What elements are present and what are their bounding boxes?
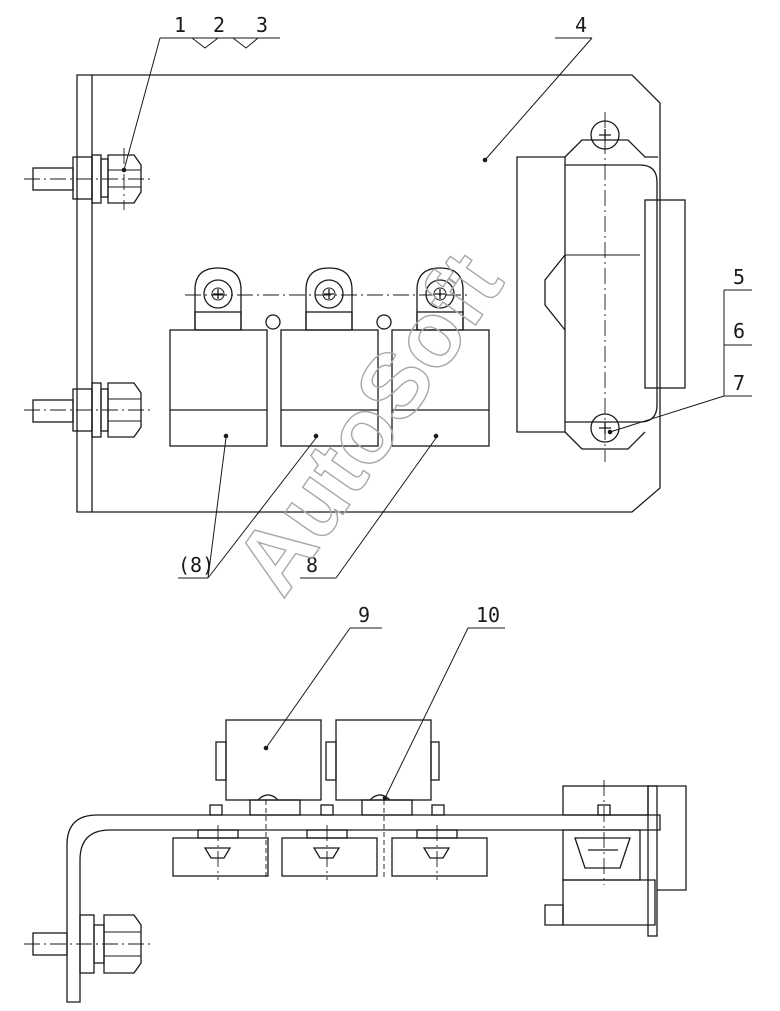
callout-10: 10 [476,603,500,627]
l-bracket [66,814,661,1003]
relay-base-1 [172,825,269,880]
relay-2 [280,329,379,447]
connector-block [516,112,686,462]
top-view: 1 2 3 4 5 6 7 (8) 8 [24,13,752,579]
side-view: 9 10 [24,603,687,1003]
relay-bracket-left [194,267,242,331]
relay-bracket-right [416,267,464,331]
callout-8: 8 [306,553,318,577]
callout-8-group: (8) [178,553,214,577]
relay-side-left [215,719,322,816]
relay-bracket-middle [305,267,353,331]
leaders-side [265,627,505,801]
callout-3: 3 [256,13,268,37]
bolt-assembly-lower [24,382,150,438]
callout-7: 7 [733,371,745,395]
relay-base-2 [265,800,385,880]
relay-base-3 [391,825,488,880]
relay-3 [391,329,490,447]
mounting-plate [76,74,661,513]
callout-9: 9 [358,603,370,627]
connector-block-side [544,780,687,937]
callout-4: 4 [575,13,587,37]
callout-1: 1 [174,13,186,37]
bolt-assembly-upper [24,148,150,210]
relay-side-right [325,719,440,816]
relay-1 [169,329,268,447]
callout-6: 6 [733,319,745,343]
callout-2: 2 [213,13,225,37]
leaders-top [121,37,752,579]
bolt-side [24,914,150,974]
callout-5: 5 [733,265,745,289]
watermark: AutoSoft [216,235,522,612]
